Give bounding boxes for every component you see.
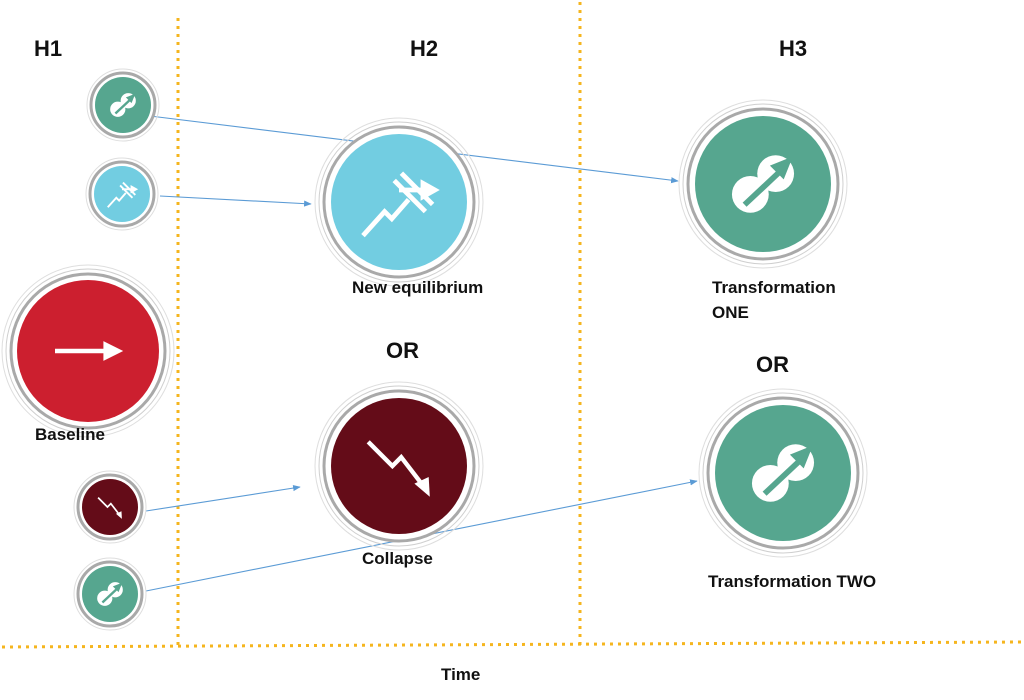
baseline-label: Baseline (35, 425, 105, 444)
time-axis (1, 640, 1023, 649)
or-separator-h2: OR (386, 338, 419, 363)
horizon-label-h3: H3 (779, 36, 807, 61)
new-equilibrium-label: New equilibrium (352, 278, 483, 297)
collapse-circle (331, 398, 467, 534)
new-equilibrium-circle (331, 134, 467, 270)
small-equilibrium-node (85, 157, 159, 231)
small-transformation-node-bottom (73, 557, 147, 631)
horizon-dividers (1, 2, 1023, 649)
transformation-one-node (678, 99, 848, 269)
time-axis-label: Time (441, 665, 480, 684)
new-equilibrium-node (314, 117, 484, 287)
small-transformation-node-top (86, 68, 160, 142)
transformation-one-label-line2: ONE (712, 303, 749, 322)
transformation-two-node (698, 388, 868, 558)
collapse-label: Collapse (362, 549, 433, 568)
or-separator-h3: OR (756, 352, 789, 377)
baseline-node (1, 264, 175, 438)
connector-small-collapse-to-collapse (145, 485, 301, 512)
transformation-one-label-line1: Transformation (712, 278, 836, 297)
connector-small-equilibrium-to-new-equilibrium (159, 195, 312, 207)
horizon-label-h1: H1 (34, 36, 62, 61)
horizon-label-h2: H2 (410, 36, 438, 61)
small-collapse-node (73, 470, 147, 544)
collapse-node (314, 381, 484, 551)
transformation-two-label: Transformation TWO (708, 572, 876, 591)
